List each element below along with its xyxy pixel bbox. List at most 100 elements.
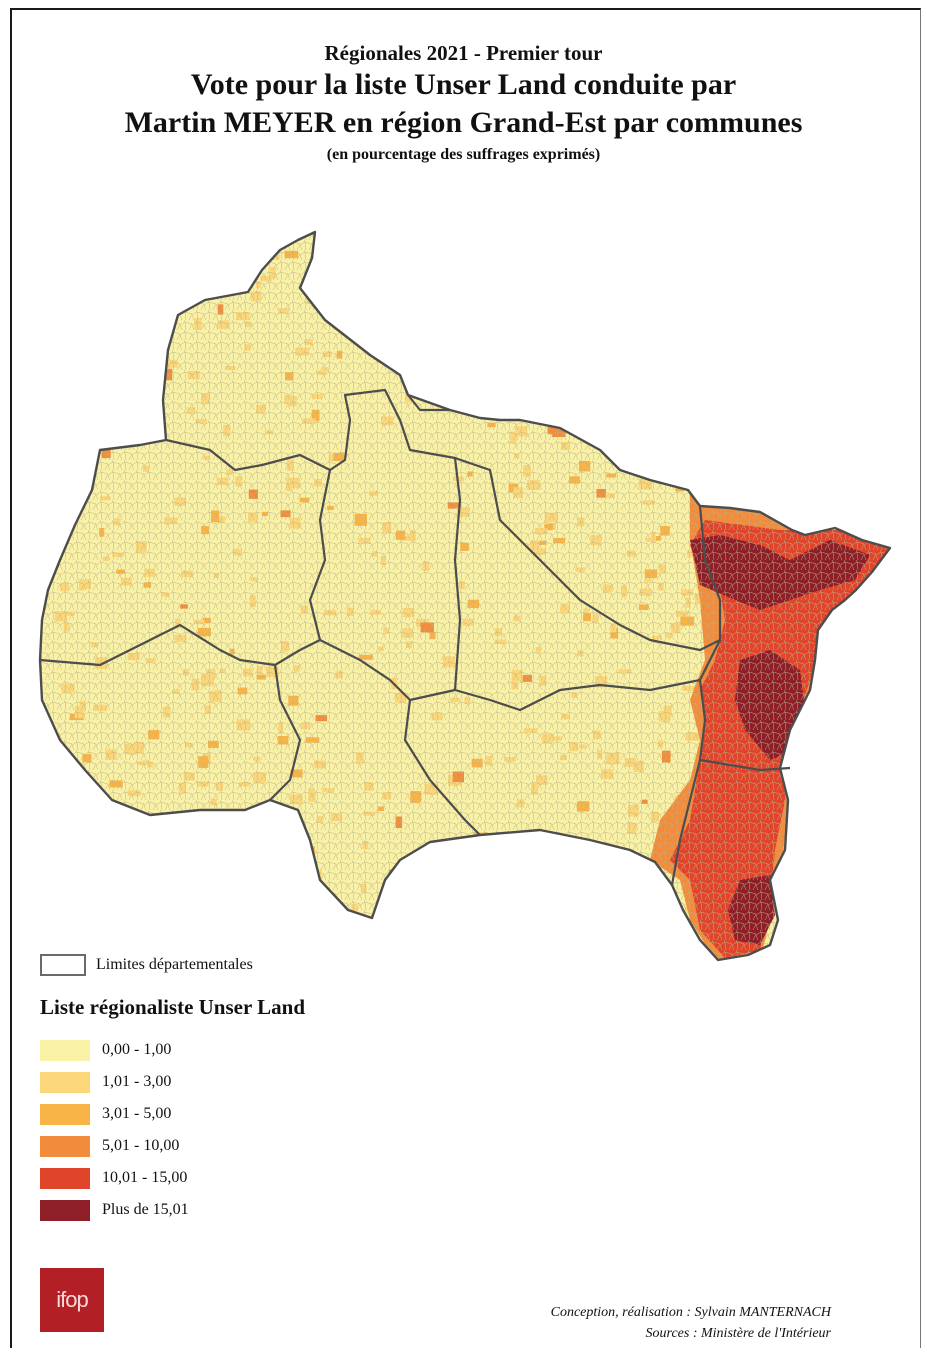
commune-patch bbox=[703, 465, 716, 475]
commune-patch bbox=[242, 833, 255, 843]
commune-patch bbox=[627, 395, 638, 404]
commune-patch bbox=[115, 322, 125, 332]
commune-patch bbox=[643, 893, 651, 904]
commune-patch bbox=[725, 238, 732, 248]
commune-patch bbox=[141, 382, 151, 388]
commune-patch bbox=[349, 244, 355, 253]
commune-patch bbox=[53, 930, 59, 942]
commune-patch bbox=[263, 876, 271, 883]
commune-patch bbox=[506, 261, 519, 269]
commune-patch bbox=[505, 311, 519, 322]
commune-patch bbox=[449, 294, 461, 307]
commune-patch bbox=[162, 844, 172, 854]
commune-patch bbox=[535, 244, 543, 250]
commune-patch bbox=[54, 352, 63, 364]
legend-swatch bbox=[40, 1167, 90, 1189]
commune-patch bbox=[333, 315, 344, 325]
commune-patch bbox=[153, 301, 164, 308]
credits-source: Sources : Ministère de l'Intérieur bbox=[645, 1326, 831, 1341]
commune-patch bbox=[359, 238, 369, 245]
legend-swatch bbox=[40, 1071, 90, 1093]
commune-patch bbox=[418, 271, 428, 278]
commune-patch bbox=[128, 335, 141, 344]
legend-label: Plus de 15,01 bbox=[102, 1201, 189, 1218]
commune-patch bbox=[152, 864, 163, 872]
commune-patch bbox=[400, 259, 409, 266]
commune-patch bbox=[483, 256, 490, 267]
commune-patch bbox=[200, 816, 208, 821]
commune-patch bbox=[434, 342, 442, 348]
commune-patch bbox=[238, 235, 248, 245]
commune-patch bbox=[167, 271, 181, 277]
commune-patch bbox=[44, 486, 56, 495]
commune-patch bbox=[388, 889, 399, 898]
commune-patch bbox=[142, 915, 148, 927]
commune-patch bbox=[591, 928, 598, 937]
commune-patch bbox=[438, 364, 444, 371]
commune-patch bbox=[523, 316, 535, 325]
commune-patch bbox=[286, 903, 299, 908]
commune-patch bbox=[113, 246, 120, 257]
legend-swatch bbox=[40, 1039, 90, 1061]
commune-patch bbox=[595, 246, 608, 254]
commune-patch bbox=[48, 805, 59, 814]
credits-author: Conception, réalisation : Sylvain MANTER… bbox=[550, 1305, 831, 1320]
commune-patch bbox=[684, 352, 692, 361]
commune-patch bbox=[57, 515, 68, 521]
commune-patch bbox=[572, 381, 581, 391]
commune-patch bbox=[151, 339, 160, 346]
legend-item: 5,01 - 10,00 bbox=[40, 1130, 305, 1162]
commune-patch bbox=[80, 241, 93, 253]
commune-patch bbox=[354, 928, 362, 938]
commune-patch bbox=[661, 476, 669, 482]
credits: Conception, réalisation : Sylvain MANTER… bbox=[551, 1302, 831, 1344]
commune-patch bbox=[738, 389, 748, 397]
commune-patch bbox=[249, 899, 260, 905]
legend-item: 0,00 - 1,00 bbox=[40, 1034, 305, 1066]
legend-item: 10,01 - 15,00 bbox=[40, 1162, 305, 1194]
legend-label: 5,01 - 10,00 bbox=[102, 1137, 180, 1154]
commune-patch bbox=[123, 368, 131, 373]
commune-patch bbox=[170, 896, 180, 905]
commune-patch bbox=[672, 449, 685, 455]
title-block: Régionales 2021 - Premier tour Vote pour… bbox=[0, 40, 927, 168]
commune-patch bbox=[396, 926, 402, 935]
commune-patch bbox=[484, 366, 499, 373]
commune-patch bbox=[422, 856, 430, 864]
commune-patch bbox=[692, 258, 705, 271]
commune-patch bbox=[501, 287, 507, 296]
page-frame bbox=[10, 8, 921, 1348]
commune-patch bbox=[639, 437, 646, 449]
commune-patch bbox=[623, 362, 631, 373]
boundary-swatch bbox=[40, 954, 86, 976]
boundary-label: Limites départementales bbox=[96, 956, 253, 973]
commune-patch bbox=[90, 797, 97, 809]
legend: Liste régionaliste Unser Land 0,00 - 1,0… bbox=[40, 995, 305, 1226]
commune-patch bbox=[467, 318, 475, 327]
commune-patch bbox=[652, 352, 657, 363]
commune-patch bbox=[713, 308, 724, 320]
commune-patch bbox=[237, 845, 247, 851]
commune-patch bbox=[348, 287, 362, 297]
commune-patch bbox=[507, 380, 522, 388]
supertitle: Régionales 2021 - Premier tour bbox=[324, 41, 603, 65]
commune-patch bbox=[468, 300, 478, 309]
commune-patch bbox=[137, 349, 144, 357]
commune-patch bbox=[66, 259, 81, 268]
commune-patch bbox=[608, 275, 620, 280]
commune-patch bbox=[171, 853, 182, 861]
commune-patch bbox=[460, 385, 470, 395]
commune-patch bbox=[490, 892, 497, 902]
commune-patch bbox=[649, 426, 658, 435]
legend-swatch bbox=[40, 1199, 90, 1221]
commune-patch bbox=[497, 407, 506, 416]
legend-title: Liste régionaliste Unser Land bbox=[40, 995, 306, 1019]
commune-patch bbox=[229, 923, 237, 935]
commune-patch bbox=[698, 340, 707, 347]
commune-patch bbox=[244, 900, 257, 905]
commune-patch bbox=[357, 297, 364, 303]
commune-patch bbox=[103, 268, 112, 278]
commune-patch bbox=[123, 356, 136, 365]
commune-patch bbox=[272, 885, 282, 898]
